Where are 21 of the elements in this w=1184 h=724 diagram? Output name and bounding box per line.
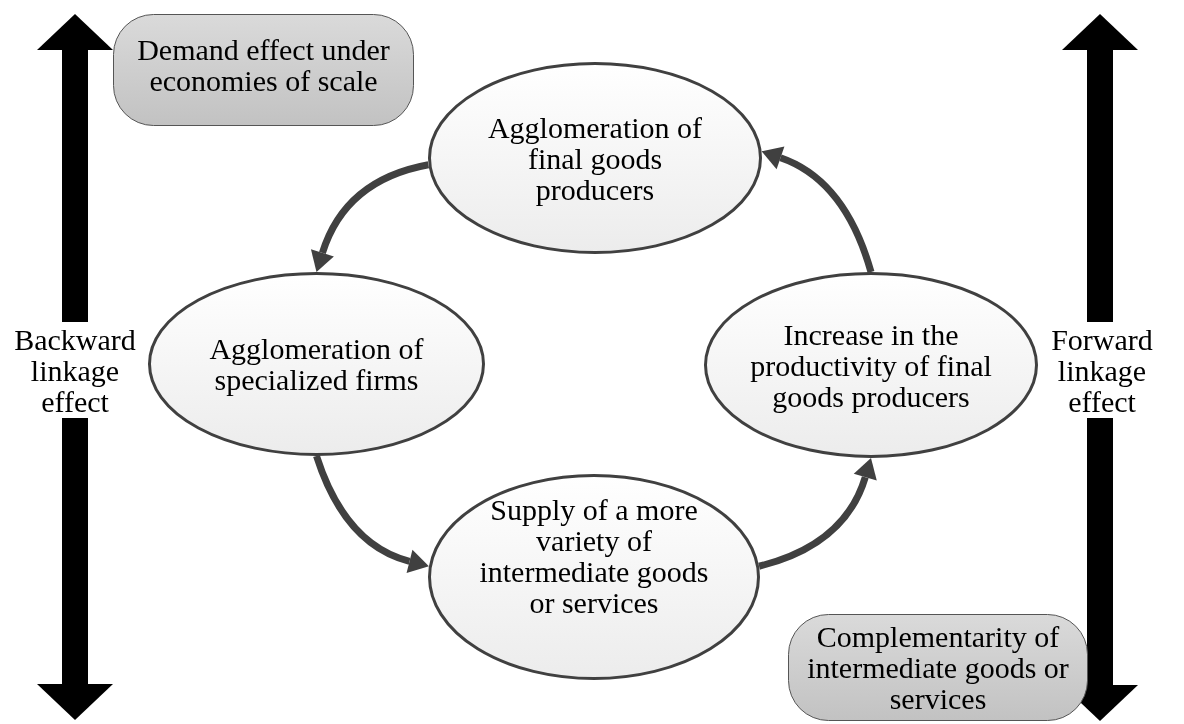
linkage-arrow: [37, 418, 113, 720]
curved-arrow: [761, 146, 875, 274]
process-ellipse: [148, 272, 485, 456]
rounded-box: [788, 614, 1088, 721]
curved-arrow: [311, 161, 430, 272]
side-label: Forward linkage effect: [1050, 323, 1154, 417]
node-text: Supply of a more variety of intermediate goods or services: [478, 494, 710, 618]
side-label: Backward linkage effect: [13, 323, 137, 417]
process-ellipse: [704, 272, 1038, 458]
linkage-arrow: [1062, 14, 1138, 322]
process-ellipse: [428, 62, 762, 254]
node-text: Complementarity of intermediate goods or services: [806, 621, 1070, 714]
rounded-box: [113, 14, 414, 126]
curved-arrow: [758, 458, 877, 570]
linkage-arrow: [37, 14, 113, 322]
node-text: Increase in the productivity of final goods producers: [749, 318, 993, 412]
node-text: Agglomeration of specialized firms: [208, 333, 425, 395]
process-ellipse: [428, 474, 760, 680]
node-text: Agglomeration of final goods producers: [486, 111, 704, 205]
node-text: Demand effect under economies of scale: [136, 34, 391, 96]
curved-arrow: [313, 454, 429, 573]
